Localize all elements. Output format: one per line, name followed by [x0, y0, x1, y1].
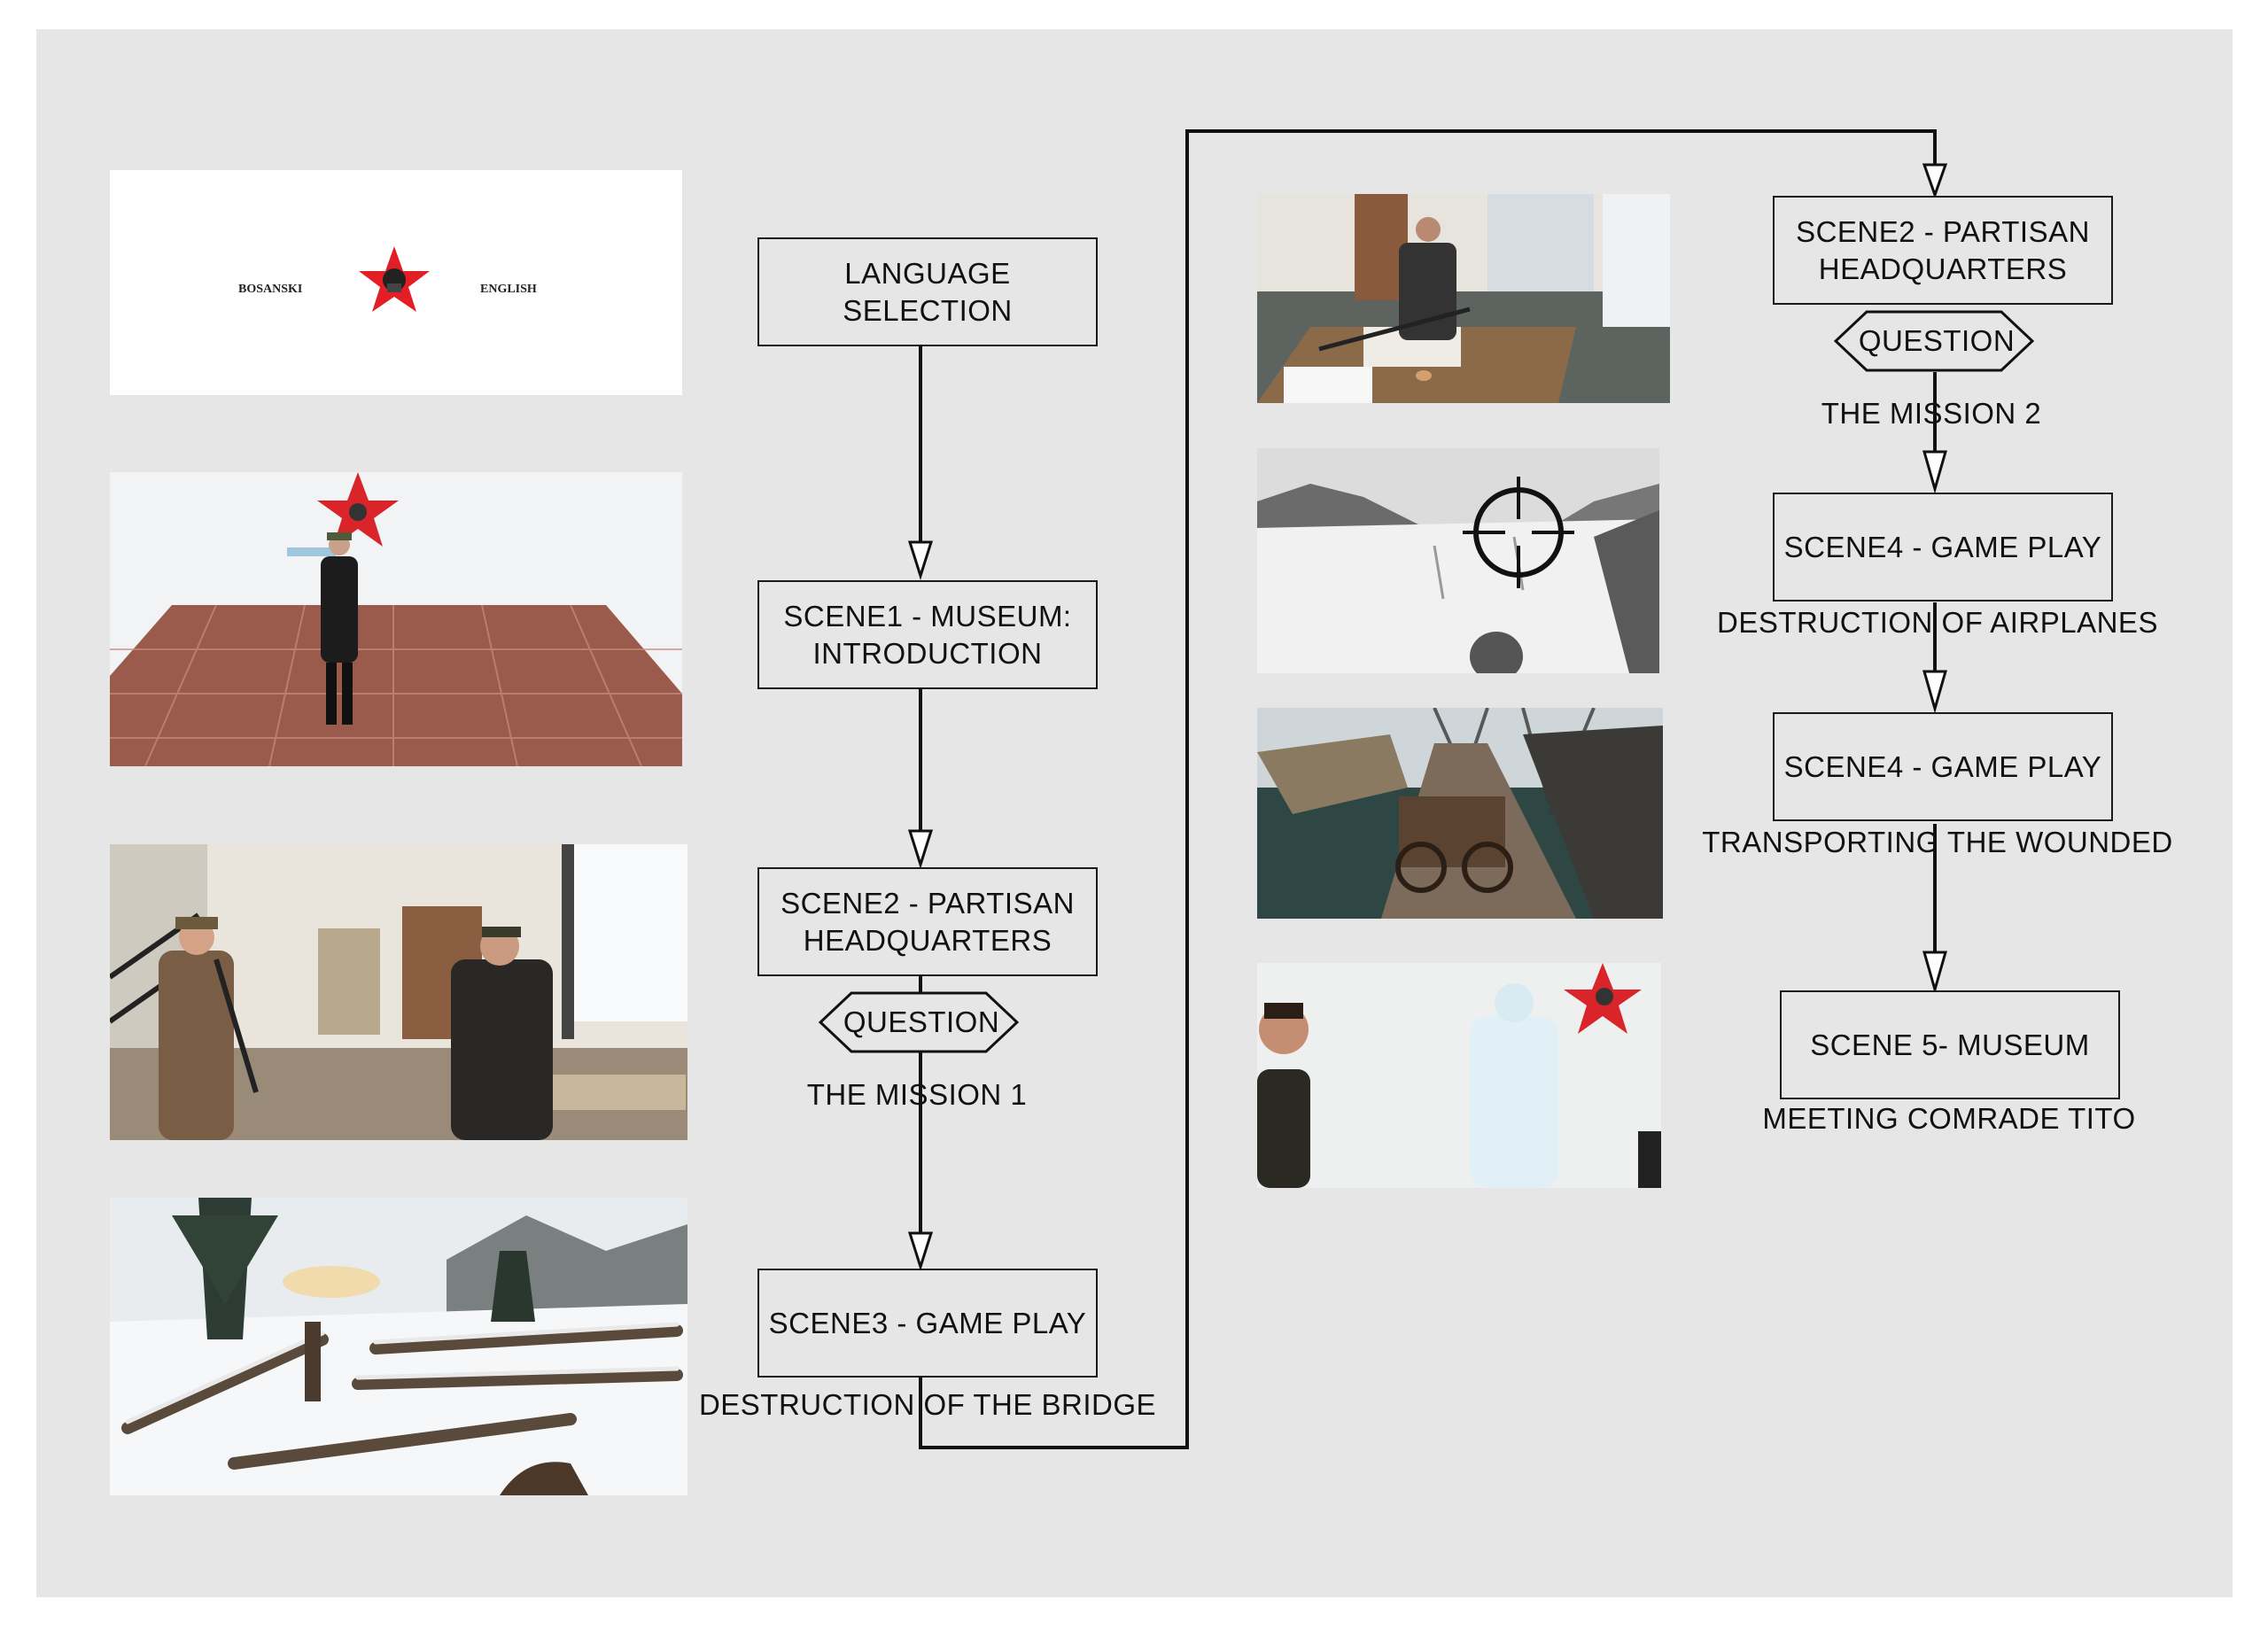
node-label: SCENE3 - GAME PLAY — [768, 1306, 1087, 1339]
red-star-logo — [110, 170, 682, 395]
language-option-bosanski[interactable]: BOSANSKI — [238, 283, 303, 296]
thumbnail-museum-introduction — [110, 472, 682, 766]
node-label: SCENE4 - GAME PLAY — [1783, 530, 2102, 563]
node-scene5-museum[interactable]: SCENE 5- MUSEUM — [1780, 990, 2120, 1099]
node-language-selection[interactable]: LANGUAGE SELECTION — [757, 237, 1098, 346]
node-label: SCENE 5- MUSEUM — [1810, 1028, 2090, 1061]
node-label-line1: SCENE1 - MUSEUM: — [783, 599, 1072, 633]
thumbnail-destruction-of-bridge — [110, 1198, 687, 1495]
decision-question-1-label: QUESTION — [843, 1005, 1000, 1038]
language-option-english[interactable]: ENGLISH — [480, 283, 537, 296]
node-label-line2: INTRODUCTION — [812, 636, 1043, 670]
arrowhead — [1922, 163, 1948, 199]
decision-question-2[interactable] — [1834, 310, 2034, 372]
arrowhead — [907, 829, 934, 869]
caption-transporting-wounded: TRANSPORTING THE WOUNDED — [1702, 826, 2173, 858]
node-scene2-partisan-headquarters-2[interactable]: SCENE2 - PARTISAN HEADQUARTERS — [1773, 196, 2113, 305]
arrowhead — [907, 540, 934, 580]
thumbnail-partisan-headquarters — [110, 844, 687, 1140]
node-label-line1: SCENE2 - PARTISAN — [781, 886, 1075, 920]
thumbnail-meeting-comrade-tito — [1257, 963, 1661, 1188]
node-label-line1: SCENE2 - PARTISAN — [1796, 214, 2090, 248]
arrowhead — [1922, 450, 1947, 494]
caption-meeting-comrade-tito: MEETING COMRADE TITO — [1762, 1102, 2136, 1135]
arrowhead — [1922, 951, 1947, 995]
node-scene4-destruction-of-airplanes[interactable]: SCENE4 - GAME PLAY — [1773, 493, 2113, 602]
thumbnail-sniper-view — [1257, 448, 1659, 673]
caption-destruction-of-airplanes: DESTRUCTION OF AIRPLANES — [1717, 606, 2158, 639]
decision-question-2-label: QUESTION — [1858, 324, 2016, 357]
node-scene3-game-play[interactable]: SCENE3 - GAME PLAY — [757, 1269, 1098, 1378]
decision-question-1[interactable] — [819, 991, 1019, 1053]
arrowhead — [1922, 670, 1947, 714]
node-scene1-museum-introduction[interactable]: SCENE1 - MUSEUM: INTRODUCTION — [757, 580, 1098, 689]
thumbnail-language-selection: BOSANSKI ENGLISH — [110, 170, 682, 395]
caption-mission-1: THE MISSION 1 — [806, 1078, 1028, 1111]
node-label: LANGUAGE SELECTION — [843, 256, 1013, 327]
arrowhead — [907, 1231, 934, 1271]
node-label: SCENE4 - GAME PLAY — [1783, 749, 2102, 783]
node-label-line2: HEADQUARTERS — [1818, 252, 2068, 285]
caption-destruction-of-bridge: DESTRUCTION OF THE BRIDGE — [698, 1388, 1157, 1421]
node-label-line2: HEADQUARTERS — [803, 923, 1052, 957]
thumbnail-transporting-wounded — [1257, 708, 1663, 919]
node-scene4-transporting-wounded[interactable]: SCENE4 - GAME PLAY — [1773, 712, 2113, 821]
node-scene2-partisan-headquarters[interactable]: SCENE2 - PARTISAN HEADQUARTERS — [757, 867, 1098, 976]
caption-mission-2: THE MISSION 2 — [1821, 397, 2042, 430]
thumbnail-headquarters-map-table — [1257, 194, 1670, 403]
